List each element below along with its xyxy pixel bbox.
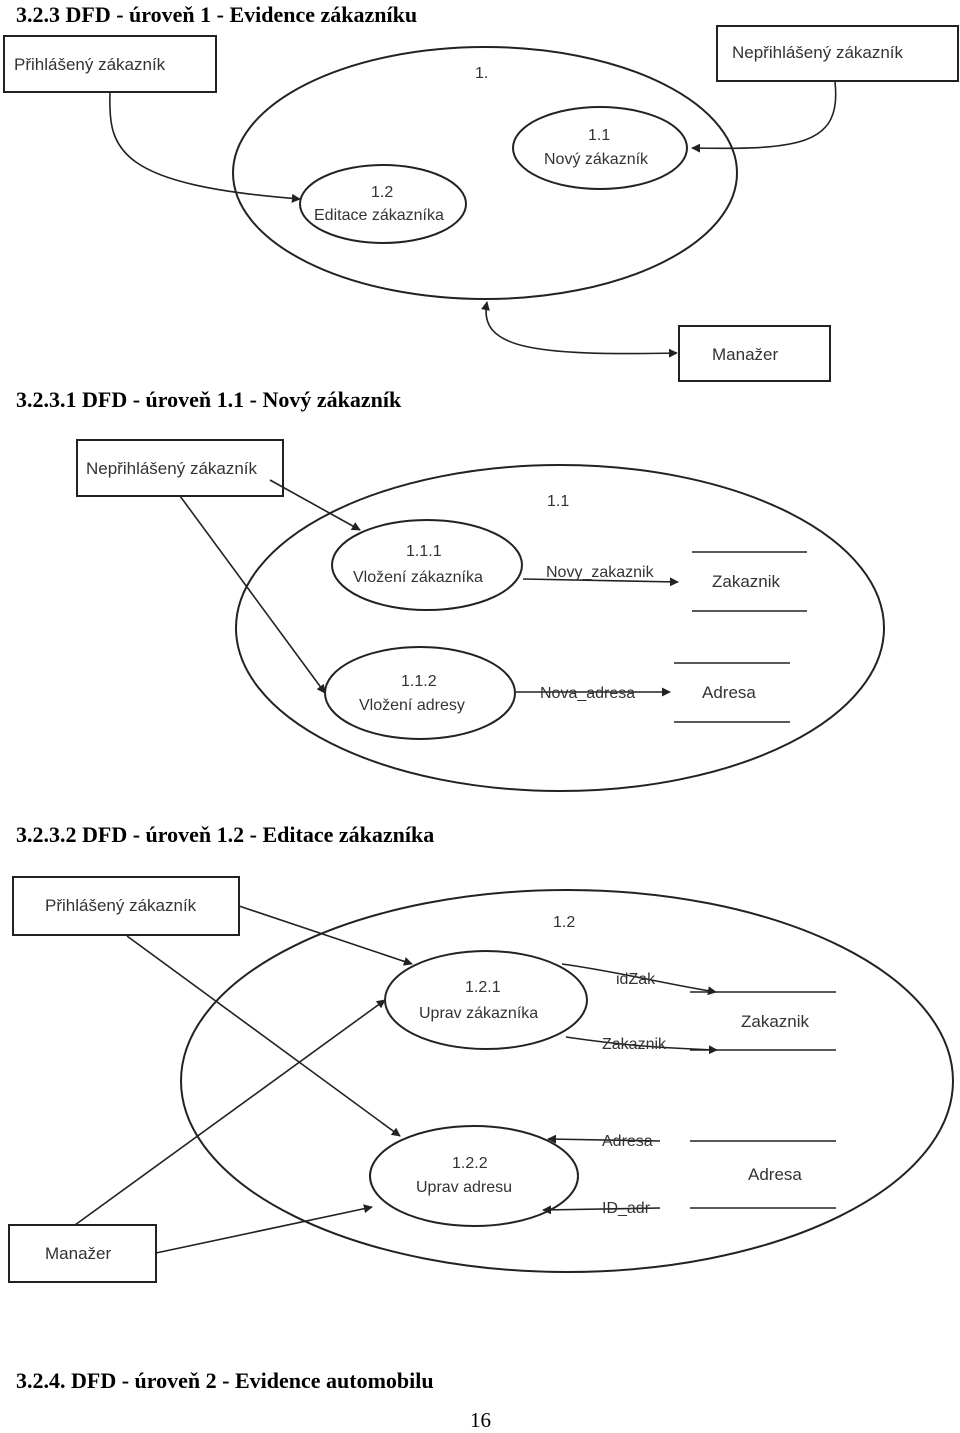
flow-label: ID_adr [602,1200,651,1217]
flow-label: Adresa [602,1133,653,1150]
flow-manager-to-edit-address [155,1204,373,1254]
flow-manager-to-edit-customer [74,999,386,1226]
process-id: 1.2.1 [465,979,501,996]
dfd-level-1-diagram: 1. Přihlášený zákazník Nepřihlášený záka… [3,25,959,382]
process-edit-address [369,1125,579,1227]
flow-logged-in-to-edit-address [126,935,401,1137]
entity-label: Manažer [45,1244,111,1263]
boundary-label: 1. [475,65,488,82]
dfd-level-1-2-diagram: 1.2 Přihlášený zákazník Manažer 1.2.1 Up… [8,876,954,1283]
entity-label: Nepřihlášený zákazník [732,43,904,62]
process-edit-customer [384,950,588,1050]
flow-label: Zakaznik [602,1036,667,1053]
datastore-address: Adresa [702,683,756,702]
flow-logged-in-to-edit [109,92,301,203]
process-name: Vložení adresy [359,697,465,714]
flow-label: Nova_adresa [540,685,635,702]
process-insert-customer [331,519,523,611]
process-boundary-1-2 [180,889,954,1273]
flow-idzak [561,963,717,996]
flow-manager-bidirectional [481,301,678,358]
entity-manager [678,325,831,382]
dfd-level-1-1-diagram: 1.1 Nepřihlášený zákazník 1.1.1 Vložení … [76,439,885,792]
process-id: 1.2.2 [452,1155,488,1172]
flow-entity-to-insert-customer [269,479,361,531]
process-name: Nový zákazník [544,151,649,168]
process-insert-address [324,646,516,740]
process-new-customer [512,106,688,190]
process-boundary-1 [232,46,738,300]
flow-label: idZak [616,971,656,988]
entity-label: Manažer [712,345,778,364]
flow-not-logged-in-to-new [691,81,837,153]
entity-label: Přihlášený zákazník [14,55,166,74]
entity-not-logged-in-customer [716,25,959,82]
boundary-label: 1.2 [553,914,575,931]
flow-adresa [547,1134,661,1144]
entity-logged-in-customer [3,35,217,93]
flow-entity-to-insert-address [179,495,326,694]
entity-logged-in-customer [12,876,240,936]
process-name: Vložení zákazníka [353,569,483,586]
flow-label: Novy_zakaznik [546,564,655,581]
heading-dfd-level-1-1: 3.2.3.1 DFD - úroveň 1.1 - Nový zákazník [16,387,402,412]
process-edit-customer [299,164,467,244]
datastore-address: Adresa [748,1165,802,1184]
page-number: 16 [470,1408,491,1432]
process-name: Uprav adresu [416,1179,512,1196]
heading-dfd-level-1-2: 3.2.3.2 DFD - úroveň 1.2 - Editace zákaz… [16,822,435,847]
process-id: 1.2 [371,184,393,201]
flow-logged-in-to-edit-customer [238,905,413,966]
datastore-customer: Zakaznik [712,572,781,591]
flow-new-customer [522,577,679,587]
process-id: 1.1.1 [406,543,442,560]
heading-dfd-level-1: 3.2.3 DFD - úroveň 1 - Evidence zákazník… [16,2,418,27]
datastore-customer: Zakaznik [741,1012,810,1031]
process-id: 1.1.2 [401,673,437,690]
process-id: 1.1 [588,127,610,144]
heading-dfd-level-2: 3.2.4. DFD - úroveň 2 - Evidence automob… [16,1368,434,1393]
flow-id-adr [542,1205,661,1215]
process-name: Editace zákazníka [314,207,444,224]
process-name: Uprav zákazníka [419,1005,538,1022]
entity-label: Nepřihlášený zákazník [86,459,258,478]
entity-label: Přihlášený zákazník [45,896,197,915]
process-boundary-1-1 [235,464,885,792]
entity-manager [8,1224,157,1283]
boundary-label: 1.1 [547,493,569,510]
